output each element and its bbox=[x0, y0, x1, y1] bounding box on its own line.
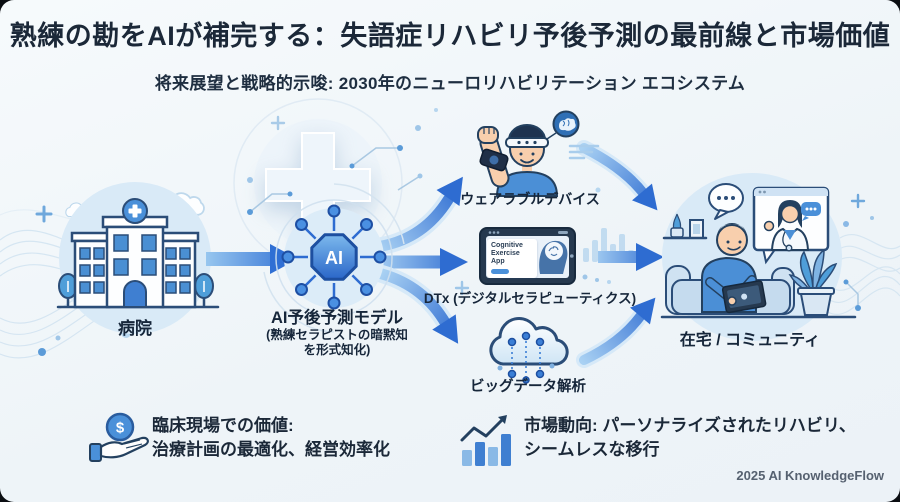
ai-model-sublabel-line1: (熟練セラピストの暗黙知 bbox=[266, 328, 408, 342]
ai-model-sublabel-line2: を形式知化) bbox=[303, 343, 371, 357]
dollar-sign-text: $ bbox=[116, 420, 125, 437]
wearable-label: ウェアラブルデバイス bbox=[460, 191, 600, 207]
bigdata-cloud-illustration bbox=[489, 316, 569, 384]
hand-icon bbox=[99, 436, 149, 459]
medical-cross-icon bbox=[122, 198, 148, 224]
market-trend-text: 市場動向: パーソナライズされたリハビリ、 シームレスな移行 bbox=[524, 414, 894, 462]
dtx-label: DTx (デジタルセラピューティクス) bbox=[423, 291, 637, 306]
ai-hub-illustration: AI bbox=[263, 183, 405, 333]
doctor-avatar bbox=[763, 200, 810, 252]
ai-node-text: AI bbox=[325, 248, 343, 268]
dollar-coin-icon bbox=[105, 412, 135, 442]
smartwatch-icon bbox=[479, 148, 509, 172]
potted-plant-icon bbox=[788, 248, 838, 316]
chat-bubble-icon bbox=[801, 202, 821, 221]
market-trend-icon bbox=[460, 415, 511, 466]
brain-bubble-icon bbox=[546, 110, 580, 140]
hospital-label: 病院 bbox=[118, 319, 152, 338]
home-community-illustration bbox=[660, 173, 857, 341]
plus-decorations bbox=[35, 115, 866, 296]
market-trend-line2: シームレスな移行 bbox=[524, 440, 660, 459]
market-trend-line1: 市場動向: パーソナライズされたリハビリ、 bbox=[524, 416, 856, 435]
telehealth-window bbox=[752, 186, 830, 265]
credit-text: 2025 AI KnowledgeFlow bbox=[736, 468, 884, 483]
ai-model-label-block: AI予後予測モデル (熟練セラピストの暗黙知 を形式知化) bbox=[240, 304, 434, 358]
tree-right-icon bbox=[194, 273, 214, 307]
brain-head-icon bbox=[539, 240, 568, 274]
bigdata-label: ビッグデータ解析 bbox=[470, 379, 586, 395]
dtx-app-title: Cognitive Exercise App bbox=[491, 242, 523, 265]
circuit-decoration bbox=[247, 145, 861, 311]
page-subtitle: 将来展望と戦略的示唆: 2030年のニューロリハビリテーション エコシステム bbox=[154, 74, 746, 93]
clinical-value-line1: 臨床現場での価値: bbox=[152, 416, 294, 435]
speech-bubble-icon bbox=[708, 183, 744, 220]
arrow-bigdata-to-home bbox=[576, 297, 656, 368]
clinical-value-text: 臨床現場での価値: 治療計画の最適化、経営効率化 bbox=[152, 414, 452, 462]
clinical-value-icon: $ bbox=[89, 412, 149, 462]
dtx-app-card: Cognitive Exercise App bbox=[487, 239, 537, 278]
shelf-icon bbox=[662, 213, 708, 240]
clinical-value-line2: 治療計画の最適化、経営効率化 bbox=[152, 440, 390, 459]
arrow-ai-to-bigdata bbox=[373, 265, 459, 344]
eeg-headband-icon bbox=[505, 137, 549, 148]
patient-avatar bbox=[701, 223, 767, 314]
background-waves-right bbox=[827, 234, 900, 315]
home-label: 在宅 / コミュニティ bbox=[679, 332, 821, 349]
ai-model-label: AI予後予測モデル bbox=[271, 309, 403, 327]
wearable-person-illustration bbox=[477, 110, 600, 197]
hospital-illustration bbox=[56, 182, 220, 334]
page-title: 熟練の勘をAIが補完する：失語症リハビリ予後予測の最前線と市場価値 bbox=[9, 21, 891, 51]
dtx-app-button bbox=[491, 269, 509, 274]
arrow-dtx-to-home bbox=[598, 243, 664, 271]
